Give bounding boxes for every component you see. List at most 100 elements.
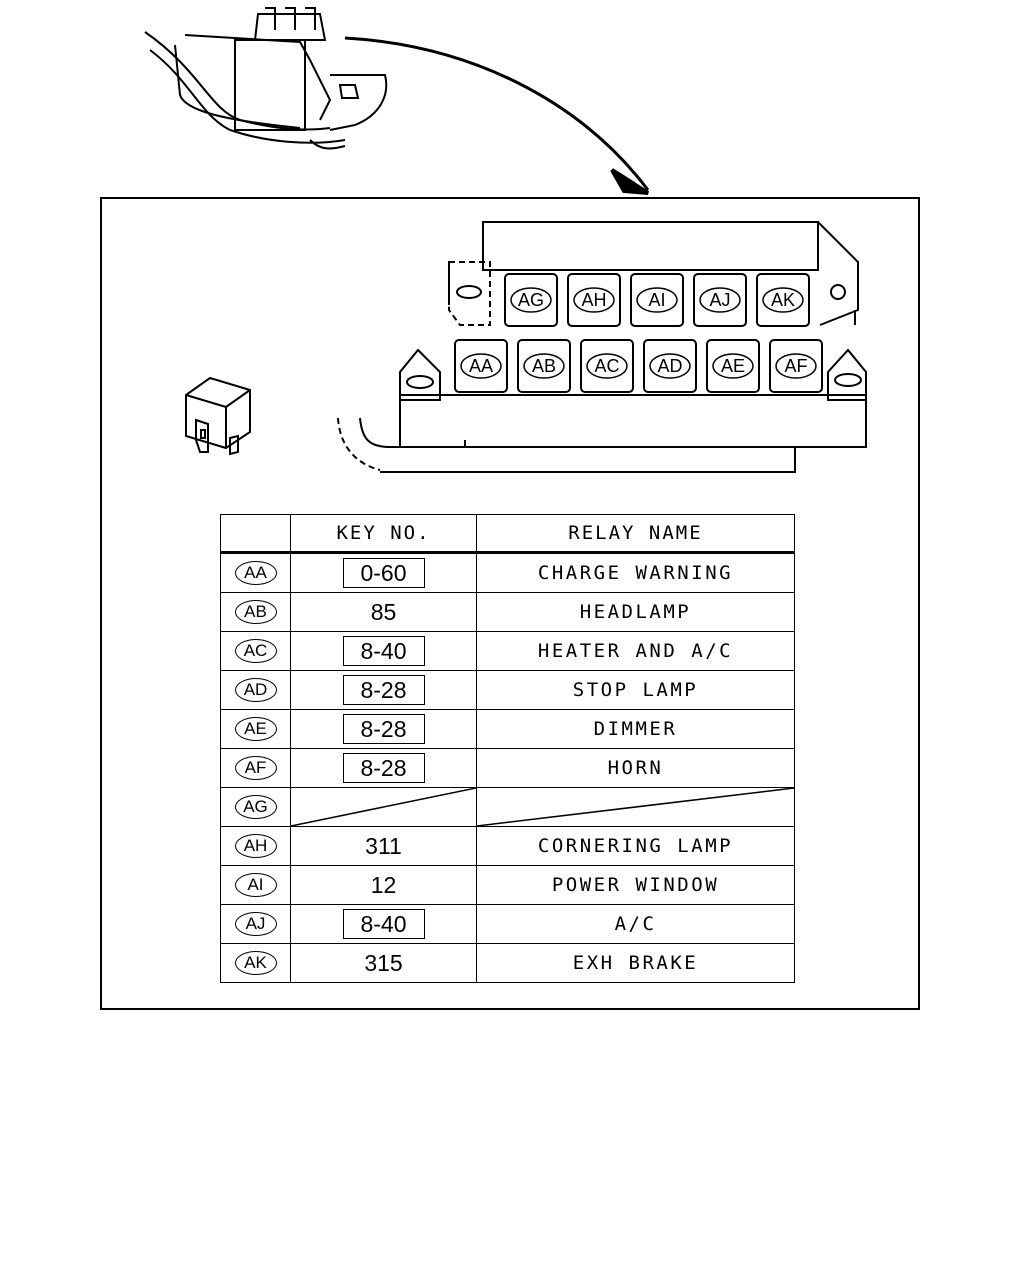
key-cell-empty	[290, 787, 477, 827]
key-number: 8-28	[342, 714, 425, 744]
relay-name-cell: A/C	[476, 904, 795, 944]
relay-id-badge: AE	[234, 717, 277, 741]
callout-arc	[344, 36, 650, 191]
key-number: 12	[370, 872, 397, 898]
relay-name: STOP LAMP	[572, 679, 699, 701]
relay-id-cell: AD	[220, 670, 291, 710]
relay-id-badge: AK	[234, 951, 277, 975]
key-cell: 311	[290, 826, 477, 866]
table-row: AK 315 EXH BRAKE	[220, 943, 795, 983]
relay-id-badge: AC	[234, 639, 277, 663]
socket-label: AC	[594, 356, 619, 376]
relay-id-cell: AJ	[220, 904, 291, 944]
key-cell: 0-60	[290, 552, 477, 593]
name-cell-empty	[476, 787, 795, 827]
socket-badge-ring	[460, 353, 502, 379]
socket-label: AJ	[709, 290, 730, 310]
relay-id-badge: AB	[234, 600, 277, 624]
relay-id-cell: AF	[220, 748, 291, 788]
socket-label: AH	[581, 290, 606, 310]
key-number: 311	[365, 833, 402, 859]
relay-id-cell: AI	[220, 865, 291, 905]
table-row: AF 8-28 HORN	[220, 748, 795, 788]
table-row: AA 0-60 CHARGE WARNING	[220, 552, 795, 593]
relay-id-badge: AD	[234, 678, 277, 702]
relay-name-cell: EXH BRAKE	[476, 943, 795, 983]
key-cell: 8-28	[290, 709, 477, 749]
relay-name: CHARGE WARNING	[537, 562, 734, 584]
table-row: AE 8-28 DIMMER	[220, 709, 795, 749]
key-cell: 85	[290, 592, 477, 632]
relay-name-cell: HEATER AND A/C	[476, 631, 795, 671]
key-cell: 8-28	[290, 748, 477, 788]
key-number: 315	[364, 950, 403, 976]
socket-badge-ring	[762, 287, 804, 313]
socket-label: AE	[721, 356, 745, 376]
socket-badge-ring	[510, 287, 552, 313]
relay-name-cell: HORN	[476, 748, 795, 788]
relay-id-badge: AF	[234, 756, 277, 780]
relay-id-cell: AC	[220, 631, 291, 671]
relay-name-cell: CHARGE WARNING	[476, 552, 795, 593]
relay-name-cell: HEADLAMP	[476, 592, 795, 632]
socket-label: AA	[469, 356, 493, 376]
key-number: 8-40	[342, 909, 425, 939]
socket-label: AG	[518, 290, 544, 310]
socket-badge-ring	[523, 353, 565, 379]
socket-label: AF	[784, 356, 807, 376]
socket-badge-ring	[649, 353, 691, 379]
relay-table-body: AA 0-60 CHARGE WARNING AB 85 HEADLAMP AC 8-40 HE…	[220, 552, 795, 983]
relay-id-badge: AI	[234, 873, 277, 897]
relay-name-cell: DIMMER	[476, 709, 795, 749]
key-cell: 12	[290, 865, 477, 905]
diagram-frame	[100, 197, 920, 1010]
key-number: 0-60	[342, 558, 425, 588]
relay-name: HEATER AND A/C	[537, 640, 734, 662]
header-blank	[220, 514, 291, 554]
table-row: AJ 8-40 A/C	[220, 904, 795, 944]
relay-name: HEADLAMP	[579, 601, 692, 623]
relay-id-cell: AE	[220, 709, 291, 749]
socket-label: AD	[657, 356, 682, 376]
key-cell: 8-40	[290, 631, 477, 671]
key-cell: 8-28	[290, 670, 477, 710]
relay-id-cell: AA	[220, 552, 291, 593]
relay-id-badge: AG	[234, 795, 277, 819]
relay-id-badge: AA	[234, 561, 277, 585]
header-relay-name: RELAY NAME	[476, 514, 795, 554]
relay-id-cell: AG	[220, 787, 291, 827]
relay-id-badge: AH	[234, 834, 277, 858]
relay-name-cell: POWER WINDOW	[476, 865, 795, 905]
table-row: AC 8-40 HEATER AND A/C	[220, 631, 795, 671]
socket-badge-ring	[636, 287, 678, 313]
socket-badge-ring	[573, 287, 615, 313]
top-row-sockets	[504, 273, 810, 327]
relay-name: A/C	[614, 913, 657, 935]
table-row: AB 85 HEADLAMP	[220, 592, 795, 632]
table-header-row: KEY NO. RELAY NAME	[220, 514, 795, 554]
relay-block	[337, 221, 867, 473]
table-row: AI 12 POWER WINDOW	[220, 865, 795, 905]
table-row: AD 8-28 STOP LAMP	[220, 670, 795, 710]
relay-name: CORNERING LAMP	[537, 835, 734, 857]
relay-name: HORN	[607, 757, 664, 779]
bottom-row-labels: AA AB AC AD AE AF	[460, 353, 817, 379]
socket-badge-ring	[775, 353, 817, 379]
header-key-no: KEY NO.	[290, 514, 477, 554]
relay-name: POWER WINDOW	[551, 874, 720, 896]
table-row: AH 311 CORNERING LAMP	[220, 826, 795, 866]
harness-sketch	[144, 7, 388, 150]
relay-name-cell: STOP LAMP	[476, 670, 795, 710]
socket-label: AB	[532, 356, 556, 376]
socket-label: AK	[771, 290, 795, 310]
key-number: 8-28	[342, 675, 425, 705]
relay-id-cell: AB	[220, 592, 291, 632]
key-number: 85	[370, 599, 397, 625]
relay-name: DIMMER	[593, 718, 678, 740]
relay-id-cell: AH	[220, 826, 291, 866]
relay-id-badge: AJ	[234, 912, 277, 936]
socket-badge-ring	[586, 353, 628, 379]
